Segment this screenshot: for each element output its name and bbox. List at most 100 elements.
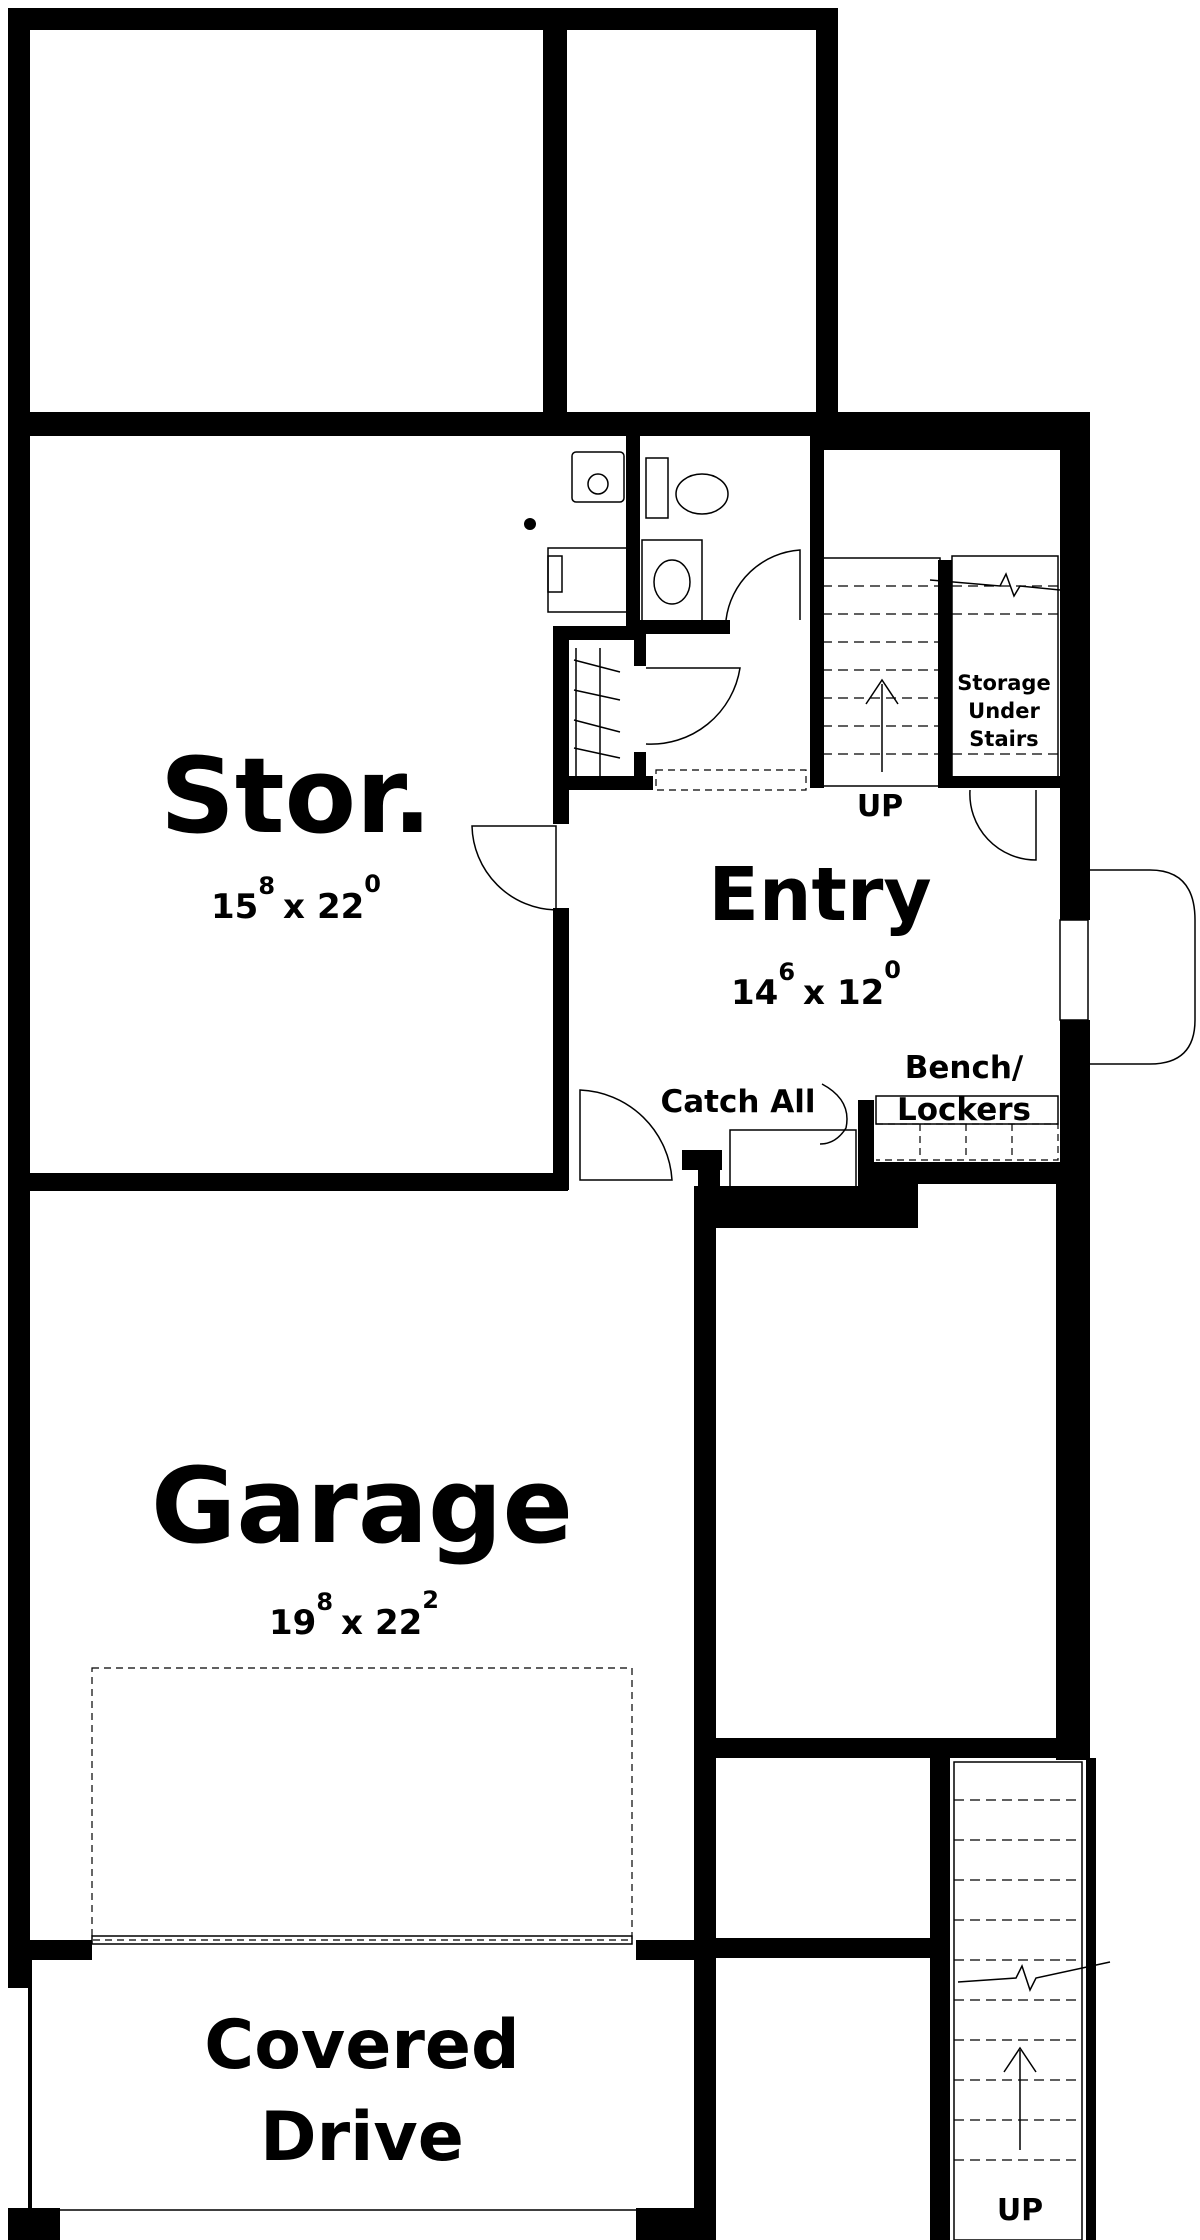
wall-storage-top — [8, 412, 1090, 436]
wall-closet-right — [634, 626, 646, 666]
storage-depth-ft: 22 — [317, 887, 364, 927]
room-dims-storage: 158x 220 — [211, 870, 381, 927]
wall-closet-right-low — [634, 752, 646, 788]
garage-door — [91, 1935, 633, 1945]
wall-garage-right — [694, 1186, 716, 2240]
fixtures — [60, 451, 1196, 2240]
garage-depth-in: 2 — [422, 1586, 439, 1614]
wall-exterior-stair-right — [1086, 1758, 1096, 2240]
room-name-covered-drive-line2: Drive — [260, 2098, 464, 2177]
storage-depth-in: 0 — [364, 870, 381, 898]
wall-catchall-left — [698, 1150, 720, 1192]
label-catch-all: Catch All — [661, 1084, 816, 1120]
catch-all-shelf — [729, 1129, 857, 1189]
label-bench: Bench/ — [905, 1050, 1024, 1086]
wall-garage-front-left — [8, 1940, 92, 1960]
bay-bump-out — [1090, 869, 1196, 1065]
lockers — [876, 1123, 1059, 1161]
wall-right-column-top — [716, 1738, 736, 1739]
entry-width-ft: 14 — [731, 973, 778, 1013]
wall-left-outer — [8, 8, 30, 1988]
wall-closet-bottom — [553, 776, 653, 790]
label-stairs-up-main: UP — [857, 789, 903, 824]
dims-separator: x — [283, 887, 305, 927]
entry-width-in: 6 — [778, 958, 795, 986]
sink — [653, 559, 691, 605]
room-dims-garage: 198x 222 — [269, 1586, 439, 1643]
floor-drain — [524, 518, 536, 530]
main-stairs — [821, 555, 1061, 787]
room-name-storage: Stor. — [160, 735, 432, 857]
wall-storage-bottom — [8, 1173, 568, 1191]
entry-door-swing — [579, 1089, 673, 1181]
exterior-stairs — [953, 1761, 1111, 2240]
dims-separator: x — [803, 973, 825, 1013]
dryer — [547, 547, 629, 613]
entry-depth-in: 0 — [884, 956, 901, 984]
washer-drum — [587, 473, 609, 495]
wall-closet-top — [553, 626, 643, 640]
wall-right-column-stairs — [930, 1755, 950, 2240]
wall-catchall-inner — [858, 1100, 874, 1200]
stair-break-line — [929, 572, 1061, 598]
label-storage-under-stairs-3: Stairs — [969, 727, 1038, 751]
entry-depth-ft: 12 — [837, 973, 884, 1013]
label-storage-under-stairs-2: Under — [968, 699, 1040, 723]
label-stairs-up-exterior: UP — [997, 2193, 1043, 2228]
ext-stair-box — [953, 1761, 1083, 2240]
side-window — [1059, 919, 1089, 1021]
bath-door-swing — [725, 549, 801, 621]
wall-drive-left — [28, 1956, 32, 2208]
wall-right-upper — [1060, 412, 1090, 920]
wall-right-column-mid — [716, 1738, 1066, 1758]
wall-bath-left — [626, 436, 640, 636]
closet-rod — [573, 648, 621, 780]
washer — [571, 451, 625, 503]
vanity — [641, 539, 703, 623]
stair-up-arrow-head — [865, 678, 899, 705]
wall-drive-bottom-right — [636, 2208, 716, 2240]
wall-stair-mid — [938, 560, 952, 788]
room-name-entry: Entry — [708, 852, 931, 938]
wall-garage-front-right — [636, 1940, 716, 1960]
label-storage-under-stairs-1: Storage — [957, 671, 1050, 695]
wall-storage-right-lower — [553, 908, 569, 1190]
closet-door-swing — [645, 667, 741, 745]
entry-closet-door — [655, 769, 807, 791]
room-dims-entry: 146x 120 — [731, 956, 901, 1013]
dryer-panel — [547, 555, 563, 593]
garage-door-track — [91, 1667, 633, 1941]
wall-stair-top — [810, 436, 1072, 450]
stair-run-left — [821, 557, 941, 787]
stair-run-right — [951, 555, 1059, 787]
storage-width-ft: 15 — [211, 887, 258, 927]
toilet-bowl — [675, 473, 729, 515]
label-lockers: Lockers — [897, 1092, 1031, 1128]
ext-stair-up-arrow-head — [1003, 2046, 1037, 2073]
wall-stair-bottom — [940, 776, 1060, 788]
garage-depth-ft: 22 — [375, 1603, 422, 1643]
wall-top-right-outer — [816, 8, 838, 430]
storage-width-in: 8 — [258, 872, 275, 900]
wall-drive-bottom-left — [8, 2208, 60, 2240]
stair-door-swing — [969, 789, 1037, 861]
room-name-garage: Garage — [151, 1445, 573, 1567]
garage-width-ft: 19 — [269, 1603, 316, 1643]
dims-separator: x — [341, 1603, 363, 1643]
wall-right-column-cross — [716, 1938, 946, 1958]
wall-top-divider — [543, 8, 567, 428]
ext-stair-break-line — [957, 1961, 1111, 1992]
room-name-covered-drive-line1: Covered — [204, 2006, 519, 2085]
wall-storage-right-upper — [553, 626, 569, 824]
wall-bath-right — [810, 436, 824, 788]
wall-right-lower — [1056, 1180, 1090, 1760]
storage-door-swing — [471, 825, 557, 911]
walls — [8, 8, 1096, 2240]
catch-all-arrow — [819, 1083, 848, 1145]
wall-bath-bottom — [626, 620, 730, 634]
toilet-tank — [645, 457, 669, 519]
wall-top-outer — [8, 8, 838, 30]
garage-width-in: 8 — [316, 1588, 333, 1616]
